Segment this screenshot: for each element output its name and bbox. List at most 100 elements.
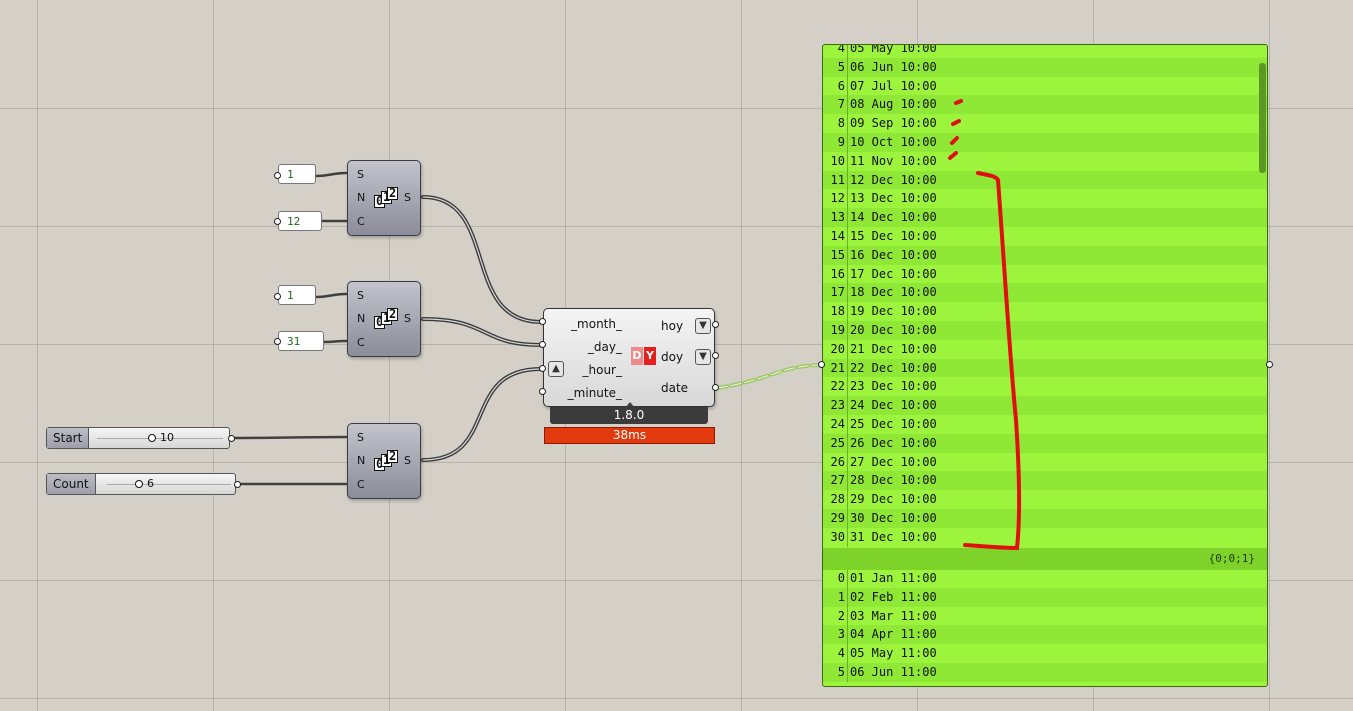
row-value: 15 Dec 10:00 bbox=[850, 229, 937, 243]
output-doy[interactable]: doy bbox=[661, 350, 684, 364]
panel-grip-2[interactable] bbox=[274, 218, 281, 225]
row-index: 28 bbox=[830, 492, 845, 507]
slider-track[interactable] bbox=[107, 484, 231, 485]
start-slider-grip[interactable] bbox=[228, 435, 235, 442]
dt-grip-day[interactable] bbox=[539, 341, 546, 348]
row-value: 16 Dec 10:00 bbox=[850, 247, 937, 262]
panel-grip-4[interactable] bbox=[274, 338, 281, 345]
series-input-s[interactable]: S bbox=[357, 289, 364, 302]
input-minute[interactable]: _minute_ bbox=[567, 386, 622, 400]
row-value: 06 Jun 11:00 bbox=[850, 665, 937, 679]
number-panel-1[interactable]: 1 bbox=[278, 164, 316, 184]
series-input-c[interactable]: C bbox=[357, 336, 365, 349]
start-slider-value: 10 bbox=[160, 431, 174, 444]
row-value: 23 Dec 10:00 bbox=[850, 379, 937, 394]
slider-knob[interactable] bbox=[135, 480, 143, 488]
series-output-s[interactable]: S bbox=[404, 312, 411, 325]
datetime-component[interactable]: _month_ _day_ _hour_ _minute_ ▲ D Y hoy … bbox=[543, 308, 715, 407]
row-index: 4 bbox=[837, 44, 845, 55]
arrow-down-icon[interactable]: ▼ bbox=[695, 349, 711, 365]
row-value: 04 Apr 11:00 bbox=[850, 627, 937, 642]
list-item: 5 06 Jun 11:00 bbox=[823, 663, 1267, 682]
dt-grip-hour[interactable] bbox=[539, 365, 546, 372]
row-index: 26 bbox=[830, 454, 845, 469]
dt-grip-hoy[interactable] bbox=[712, 321, 719, 328]
series-input-s[interactable]: S bbox=[357, 168, 364, 181]
series-component-hour[interactable]: S N C S 0 1 2 bbox=[347, 423, 421, 499]
row-value: 25 Dec 10:00 bbox=[850, 417, 937, 431]
row-index: 5 bbox=[837, 665, 845, 679]
panel-grip-3[interactable] bbox=[274, 293, 281, 300]
viewer-grip-out[interactable] bbox=[1266, 361, 1273, 368]
row-value: 22 Dec 10:00 bbox=[850, 360, 937, 375]
series-input-n[interactable]: N bbox=[357, 454, 366, 467]
row-index: 2 bbox=[837, 608, 845, 623]
slider-track[interactable] bbox=[97, 438, 223, 439]
input-hour[interactable]: _hour_ bbox=[582, 363, 623, 377]
scrollbar[interactable] bbox=[1259, 63, 1266, 173]
number-panel-4[interactable]: 31 bbox=[278, 331, 324, 351]
dt-grip-month[interactable] bbox=[539, 318, 546, 325]
start-slider[interactable]: Start 10 bbox=[46, 427, 230, 449]
slider-knob[interactable] bbox=[148, 434, 156, 442]
panel-grip-1[interactable] bbox=[274, 172, 281, 179]
series-input-s[interactable]: S bbox=[357, 431, 364, 444]
count-slider[interactable]: Count 6 bbox=[46, 473, 236, 495]
list-item: 24 25 Dec 10:00 bbox=[823, 415, 1267, 434]
input-day[interactable]: _day_ bbox=[587, 340, 622, 354]
output-hoy[interactable]: hoy bbox=[661, 319, 684, 333]
dt-grip-minute[interactable] bbox=[539, 388, 546, 395]
row-index: 23 bbox=[830, 398, 845, 413]
series-icon: 0 1 2 bbox=[374, 449, 399, 471]
dt-grip-doy[interactable] bbox=[712, 352, 719, 359]
series-input-n[interactable]: N bbox=[357, 312, 366, 325]
series-input-c[interactable]: C bbox=[357, 478, 365, 491]
series-input-c[interactable]: C bbox=[357, 215, 365, 228]
row-value: 11 Nov 10:00 bbox=[850, 153, 937, 168]
series-component-month[interactable]: S N C S 0 1 2 bbox=[347, 160, 421, 236]
input-month[interactable]: _month_ bbox=[571, 317, 622, 331]
number-panel-2[interactable]: 12 bbox=[278, 211, 322, 231]
row-index: 0 bbox=[837, 571, 845, 585]
arrow-up-icon[interactable]: ▲ bbox=[548, 361, 564, 377]
row-value: 31 Dec 10:00 bbox=[850, 529, 937, 544]
row-index: 8 bbox=[837, 116, 845, 131]
row-value: 12 Dec 10:00 bbox=[850, 172, 937, 187]
row-value: 17 Dec 10:00 bbox=[850, 266, 937, 281]
start-slider-label: Start bbox=[47, 428, 90, 448]
count-slider-grip[interactable] bbox=[234, 481, 241, 488]
number-panel-3[interactable]: 1 bbox=[278, 285, 316, 305]
row-index: 24 bbox=[830, 417, 845, 431]
output-date[interactable]: date bbox=[661, 381, 689, 395]
row-value: 20 Dec 10:00 bbox=[850, 323, 937, 337]
series-output-s[interactable]: S bbox=[404, 191, 411, 204]
row-index: 16 bbox=[830, 266, 845, 281]
row-index: 4 bbox=[837, 646, 845, 661]
row-index: 12 bbox=[830, 191, 845, 206]
row-value: 27 Dec 10:00 bbox=[850, 454, 937, 469]
series-input-n[interactable]: N bbox=[357, 191, 366, 204]
row-value: 30 Dec 10:00 bbox=[850, 511, 937, 525]
series-output-s[interactable]: S bbox=[404, 454, 411, 467]
row-index: 6 bbox=[837, 78, 845, 93]
dt-grip-date[interactable] bbox=[712, 384, 719, 391]
series-component-day[interactable]: S N C S 0 1 2 bbox=[347, 281, 421, 357]
arrow-down-icon[interactable]: ▼ bbox=[695, 318, 711, 334]
viewer-grip-in[interactable] bbox=[818, 361, 825, 368]
row-value: 19 Dec 10:00 bbox=[850, 304, 937, 319]
count-slider-value: 6 bbox=[147, 477, 154, 490]
